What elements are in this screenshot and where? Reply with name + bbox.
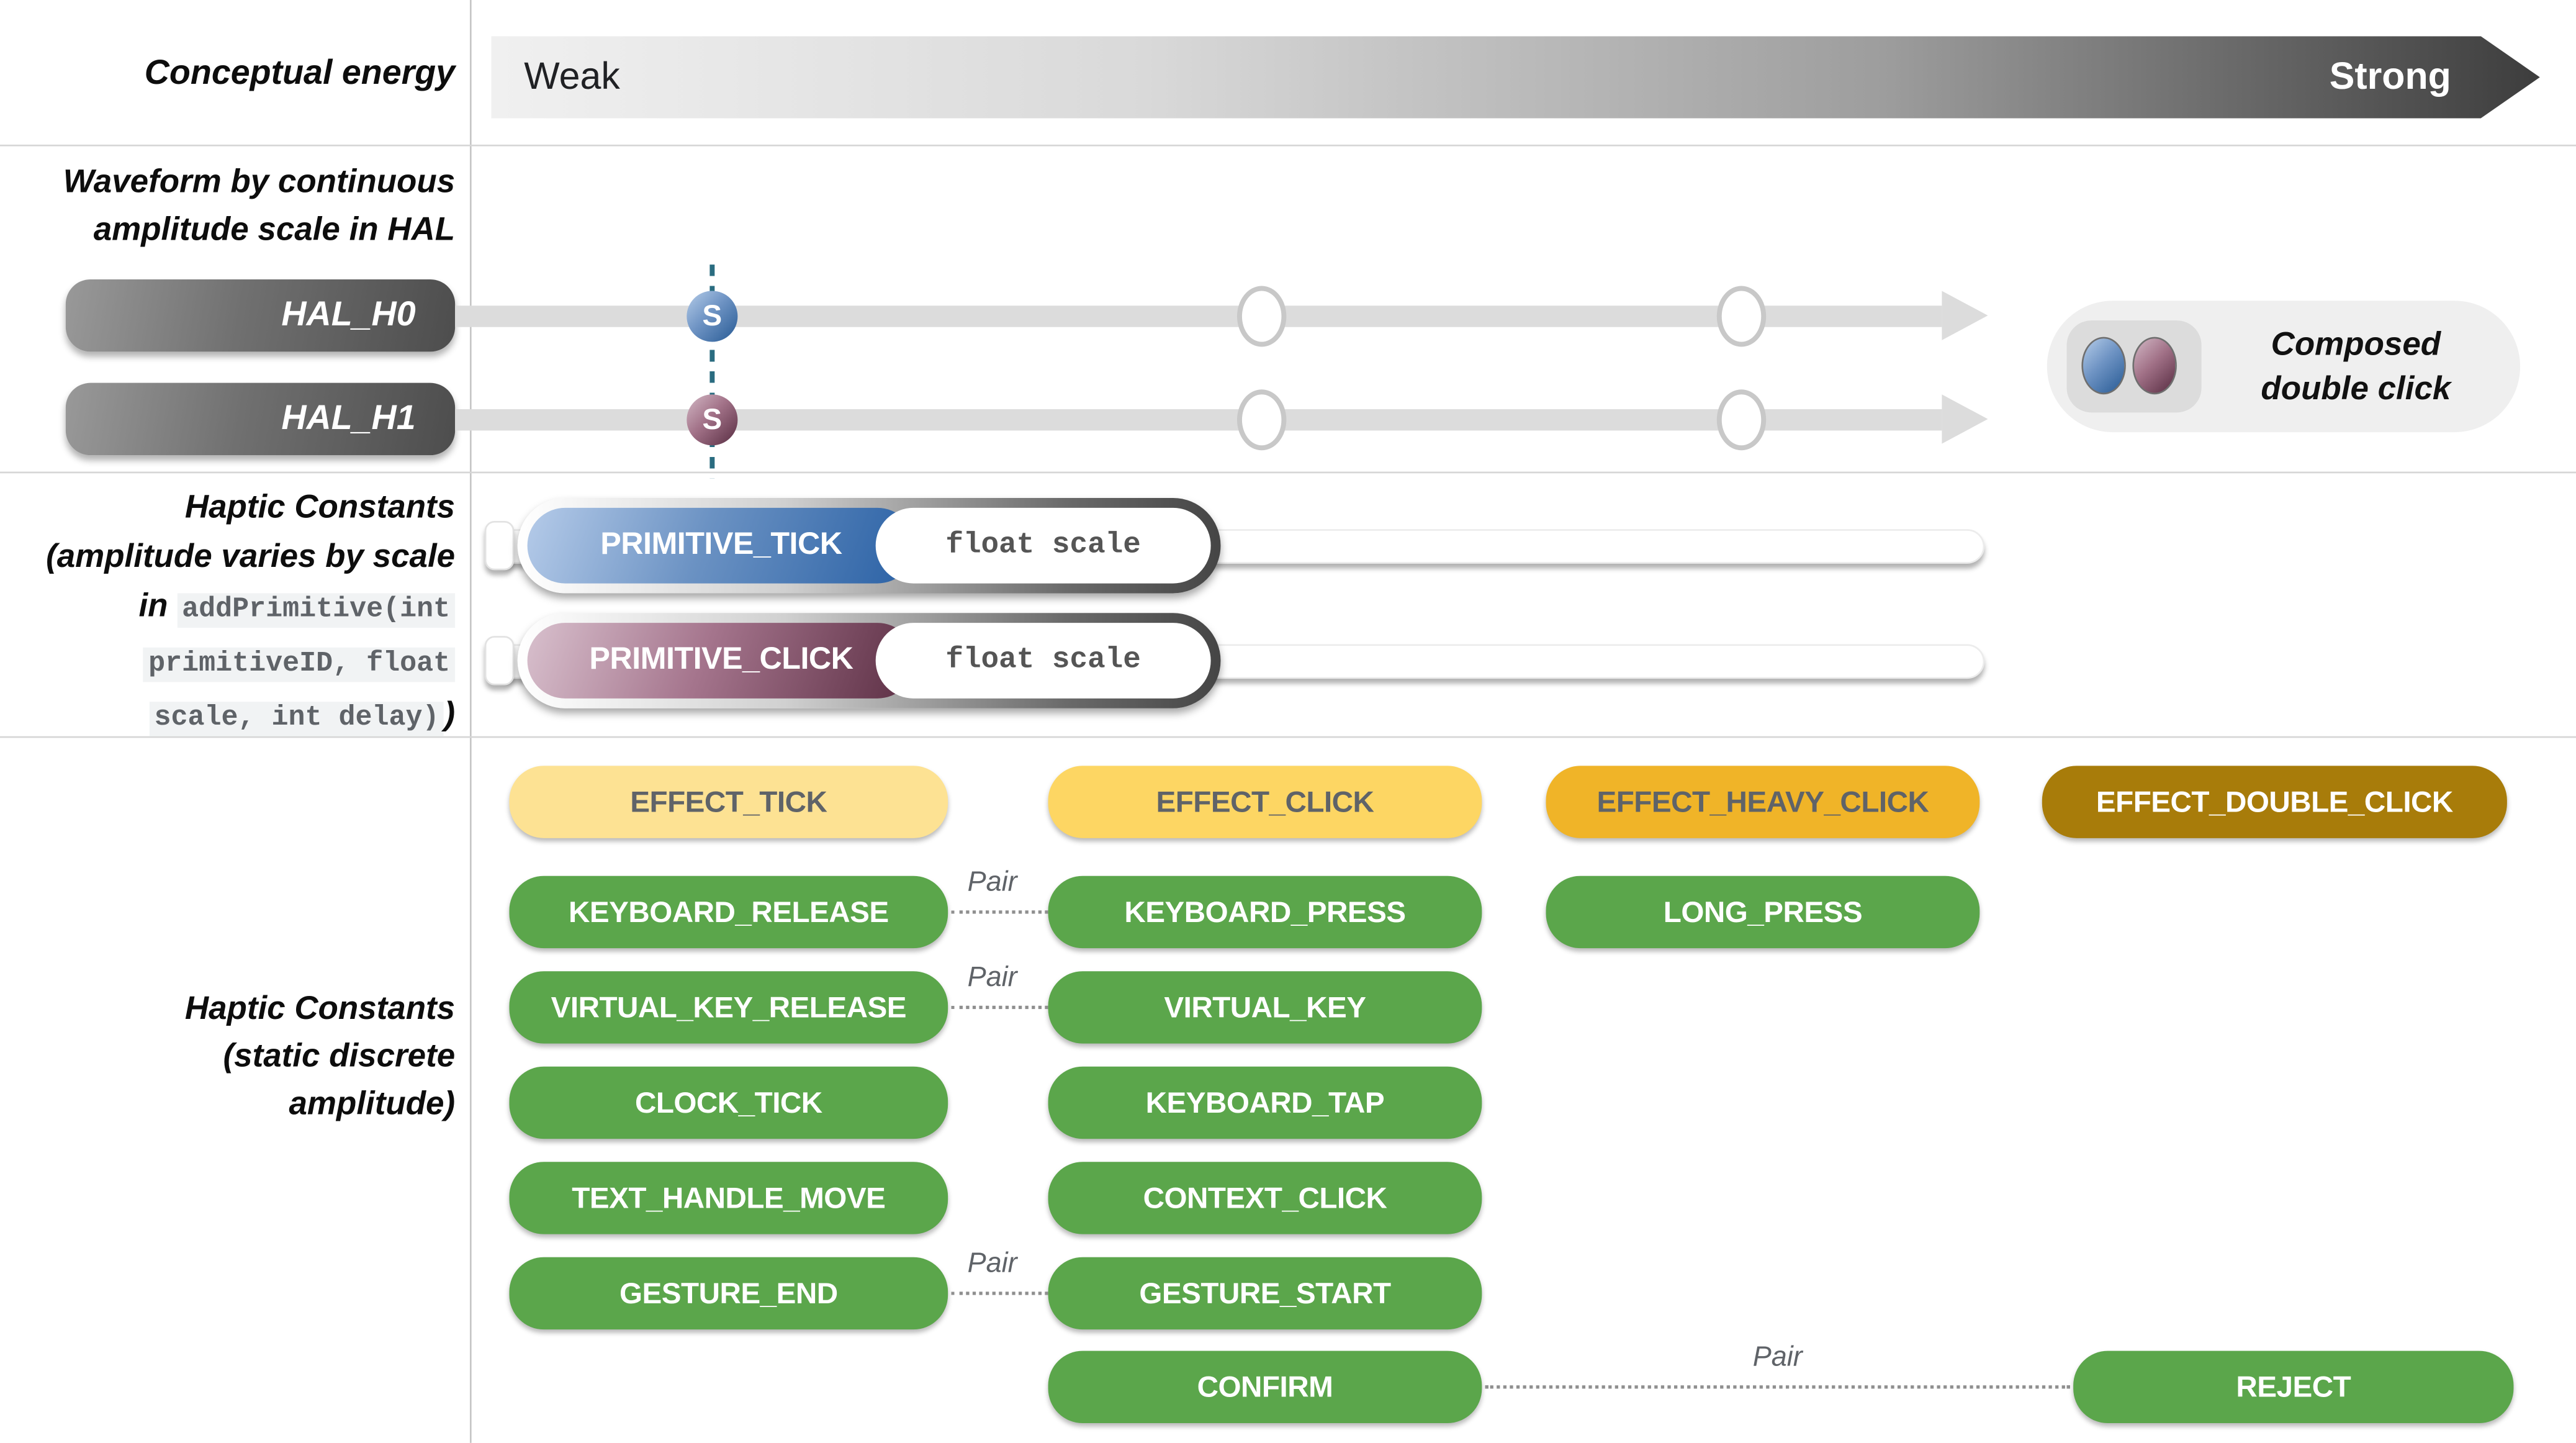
primitive-click-param: float scale [875, 623, 1211, 699]
hal-h0-step-circle-2 [1716, 286, 1767, 347]
gesture-end-chip: GESTURE_END [509, 1257, 948, 1330]
pair-label-gesture: Pair [967, 1247, 1017, 1279]
conceptual-energy-label: Conceptual energy [144, 54, 456, 93]
hal-h0-scale-marker: S [687, 291, 738, 342]
composed-label: Composed double click [2211, 323, 2500, 412]
section-divider-3 [0, 736, 2576, 738]
pair-label-keyboard: Pair [967, 866, 1017, 898]
prim-label-title: Haptic Constants [184, 489, 456, 526]
hal-h1-pill: HAL_H1 [65, 382, 456, 456]
primitive-tick-capsule: PRIMITIVE_TICK float scale [517, 497, 1221, 594]
prim-label-line5: scale, int delay)) [46, 690, 455, 744]
static-label-line1: Haptic Constants [184, 990, 456, 1028]
keyboard-press-chip: KEYBOARD_PRESS [1048, 875, 1482, 949]
primitive-click-slider: PRIMITIVE_CLICK float scale [484, 613, 1988, 708]
hal-h0-timeline-arrow-icon [1942, 291, 1988, 340]
weak-label: Weak [524, 54, 620, 97]
virtual-key-chip: VIRTUAL_KEY [1048, 971, 1482, 1044]
hal-h1-scale-marker: S [687, 394, 738, 446]
hal-h1-timeline-arrow-icon [1942, 394, 1988, 444]
context-click-chip: CONTEXT_CLICK [1048, 1162, 1482, 1234]
pair-label-confirm-reject: Pair [1752, 1341, 1803, 1372]
primitive-constants-label: Haptic Constants (amplitude varies by sc… [46, 483, 455, 744]
primitive-click-pill: PRIMITIVE_CLICK [527, 623, 916, 699]
static-label-line3: amplitude) [289, 1086, 456, 1123]
long-press-chip: LONG_PRESS [1546, 875, 1980, 949]
strong-label: Strong [2329, 54, 2451, 97]
scale-dashed-line [709, 265, 715, 479]
gesture-start-chip: GESTURE_START [1048, 1257, 1482, 1330]
reject-chip: REJECT [2073, 1350, 2514, 1424]
effect-tick-chip: EFFECT_TICK [509, 766, 948, 838]
confirm-chip: CONFIRM [1048, 1350, 1482, 1424]
keyboard-tap-chip: KEYBOARD_TAP [1048, 1066, 1482, 1139]
prim-code-line2: primitiveID, float [143, 647, 456, 682]
prim-code-line1: addPrimitive(int [177, 593, 456, 628]
primitive-tick-pill: PRIMITIVE_TICK [527, 507, 916, 584]
prim-label-subtitle: (amplitude varies by scale [46, 539, 456, 576]
pair-line-keyboard [951, 910, 1048, 914]
pair-line-virtual-key [951, 1005, 1048, 1010]
prim-code-line3: scale, int delay) [149, 702, 444, 736]
pair-label-virtual-key: Pair [967, 961, 1017, 993]
composed-double-click-badge: Composed double click [2047, 301, 2521, 433]
primitive-tick-slider: PRIMITIVE_TICK float scale [484, 497, 1988, 594]
composed-chip [2066, 320, 2202, 413]
static-constants-label: Haptic Constants (static discrete amplit… [185, 986, 455, 1129]
prim-in-word: in [138, 588, 168, 625]
effect-click-chip: EFFECT_CLICK [1048, 766, 1482, 838]
pair-line-gesture [951, 1291, 1048, 1295]
tick-dot-icon [2081, 337, 2126, 395]
effect-heavy-click-chip: EFFECT_HEAVY_CLICK [1546, 766, 1980, 838]
primitive-tick-left-tab [484, 521, 515, 571]
hal-h0-pill: HAL_H0 [65, 279, 456, 352]
hal-h1-step-circle-1 [1236, 389, 1287, 451]
text-handle-move-chip: TEXT_HANDLE_MOVE [509, 1162, 948, 1234]
virtual-key-release-chip: VIRTUAL_KEY_RELEASE [509, 971, 948, 1044]
keyboard-release-chip: KEYBOARD_RELEASE [509, 875, 948, 949]
hal-h0-step-circle-1 [1236, 286, 1287, 347]
waveform-label-line1: Waveform by continuous [63, 164, 456, 201]
clock-tick-chip: CLOCK_TICK [509, 1066, 948, 1139]
energy-gradient-arrow: Weak Strong [491, 36, 2539, 118]
section-divider-1 [0, 144, 2576, 147]
prim-label-line4: primitiveID, float [46, 636, 456, 690]
composed-label-line2: double click [2261, 371, 2451, 408]
click-dot-icon [2132, 337, 2177, 395]
section-divider-2 [0, 471, 2576, 474]
composed-label-line1: Composed [2271, 327, 2441, 363]
primitive-click-capsule: PRIMITIVE_CLICK float scale [517, 613, 1221, 708]
column-divider [469, 0, 472, 1443]
static-label-line2: (static discrete [223, 1038, 456, 1075]
primitive-click-left-tab [484, 636, 515, 685]
effect-double-click-chip: EFFECT_DOUBLE_CLICK [2042, 766, 2507, 838]
hal-h1-step-circle-2 [1716, 389, 1767, 451]
prim-close-paren: ) [444, 697, 456, 733]
prim-label-line3: in addPrimitive(int [46, 582, 456, 636]
pair-line-confirm-reject [1485, 1385, 2070, 1389]
waveform-section-label: Waveform by continuous amplitude scale i… [63, 160, 455, 255]
primitive-tick-param: float scale [875, 507, 1211, 584]
waveform-label-line2: amplitude scale in HAL [93, 212, 456, 248]
